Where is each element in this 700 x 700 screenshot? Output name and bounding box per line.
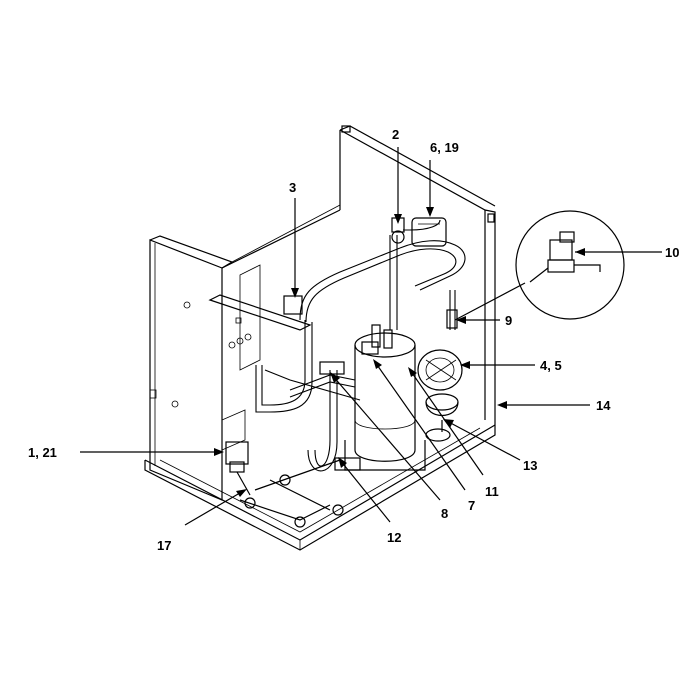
callout-17: 17 [157,538,171,553]
callout-7: 7 [468,498,475,513]
callout-13: 13 [523,458,537,473]
component-details [208,217,458,528]
detail-inset [454,210,625,321]
callout-9: 9 [505,313,512,328]
callout-2: 2 [392,127,399,142]
callout-10: 10 [665,245,679,260]
callout-3: 3 [289,180,296,195]
callout-8: 8 [441,506,448,521]
callout-14: 14 [596,398,611,413]
leader-lines [80,147,662,526]
compressor [344,324,426,471]
callout-1-21: 1, 21 [28,445,57,460]
fan-motor [417,349,463,442]
callout-11: 11 [485,484,499,499]
callout-4-5: 4, 5 [540,358,562,373]
callout-labels: 2 6, 19 3 10 9 4, 5 14 1, 21 13 11 7 8 1… [28,127,679,553]
callout-6-19: 6, 19 [430,140,459,155]
cabinet-frame [144,125,496,551]
refrigerant-piping [255,219,466,472]
leader-arrowheads [214,207,585,497]
callout-12: 12 [387,530,401,545]
